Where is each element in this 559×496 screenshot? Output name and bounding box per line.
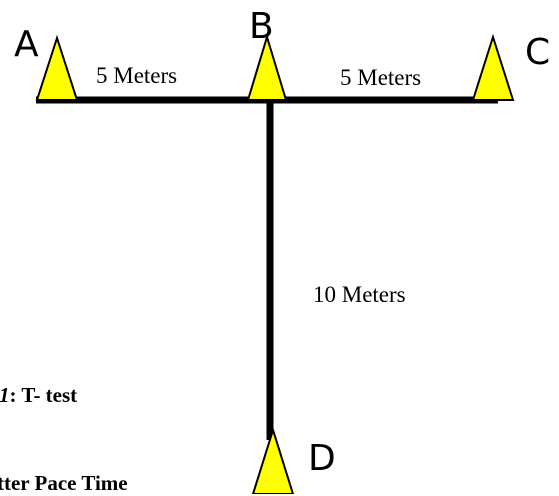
cone-d-icon <box>251 426 295 494</box>
footer-text: tter Pace Time <box>0 471 128 495</box>
cone-a-label: A <box>14 24 39 65</box>
cone-c-label: C <box>525 32 550 73</box>
distance-a-to-b: 5 Meters <box>96 63 177 88</box>
cone-a-icon <box>35 34 79 101</box>
distance-b-to-d: 10 Meters <box>313 282 406 307</box>
cone-d-label: D <box>308 438 336 479</box>
figure-caption: 1: T- test <box>0 383 77 408</box>
cone-b-label: B <box>249 6 274 47</box>
cone-b-icon <box>246 33 288 101</box>
caption-text: : T- test <box>9 383 78 407</box>
caption-number: 1 <box>0 383 10 407</box>
distance-b-to-c: 5 Meters <box>340 65 421 90</box>
cone-c-icon <box>471 33 515 101</box>
